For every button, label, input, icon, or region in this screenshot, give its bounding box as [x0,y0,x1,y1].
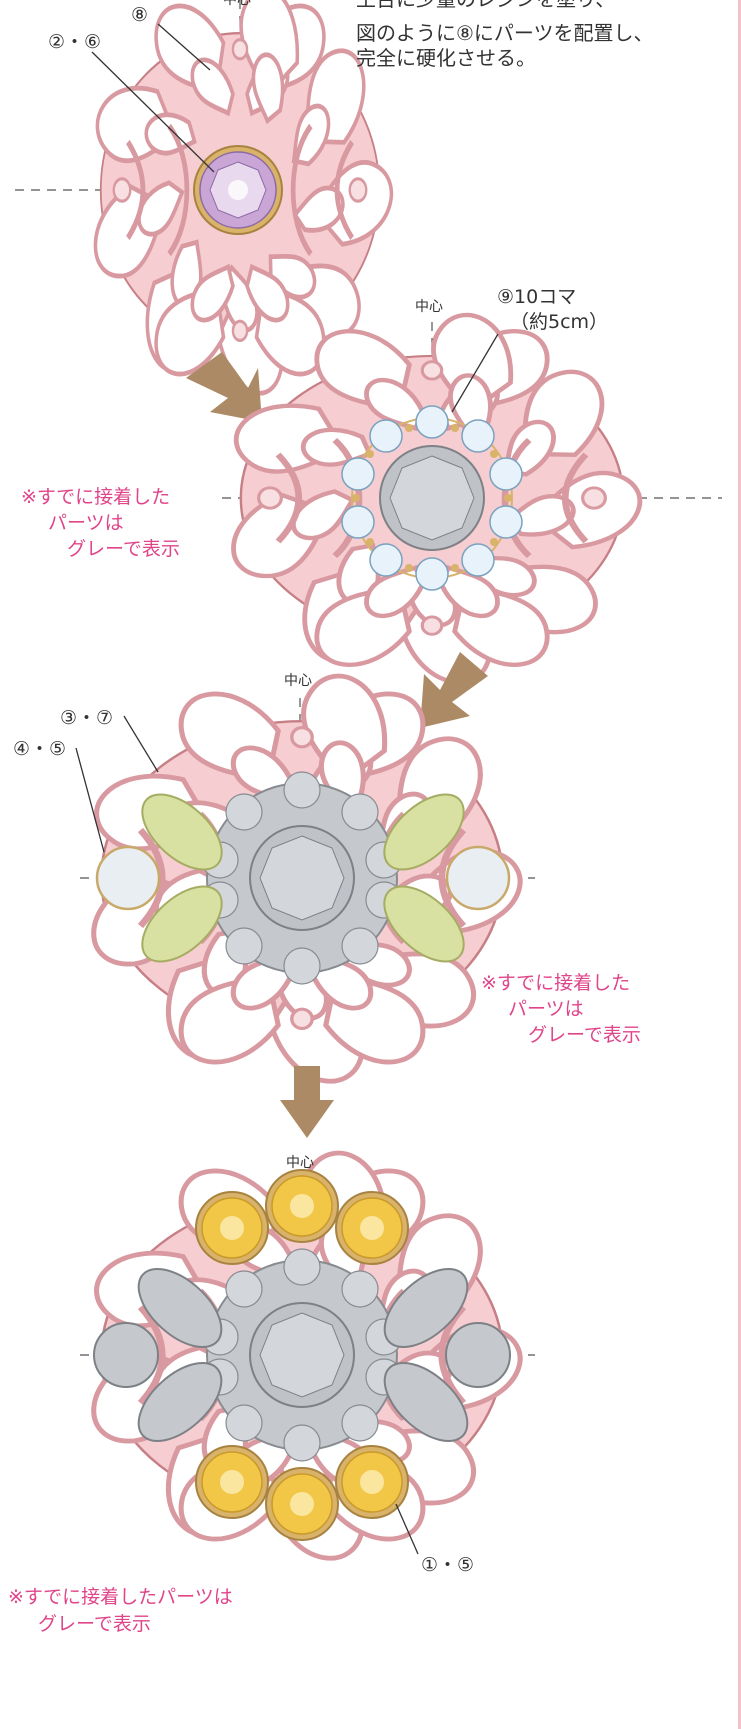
step1-leaders [91,23,215,173]
step2-center-label: 中心 [415,299,443,315]
step3-gray-center [201,771,403,985]
step3-note-line3: グレーで表示 [528,1024,641,1046]
step2-crystal-chain [341,405,523,591]
arrow-1 [186,352,262,422]
step1-callout-2-6: ②・⑥ [48,31,102,53]
step4-note-line1: ※すでに接着したパーツは [8,1586,233,1608]
step4-center-label: 中心 [286,1155,314,1171]
step3-callout-3-7: ③・⑦ [60,707,114,729]
step3-note-line2: パーツは [508,998,584,1020]
step2-callout-line2: （約5cm） [510,311,609,333]
step2-note-line2: パーツは [48,512,124,534]
instruction-line-2: 完全に硬化させる。 [356,46,536,70]
step2-leader [451,333,499,413]
step3-moonstones [95,845,511,911]
step3-callout-4-5: ④・⑤ [13,738,67,760]
step1-callout-8: ⑧ [131,4,149,26]
step2-gray-center-stone [379,445,485,551]
step2-note-line1: ※すでに接着した [21,486,171,508]
step4-callout-1-5: ①・⑤ [421,1554,475,1576]
page-frame-edge [738,0,741,1729]
step2-callout-line1: ⑨10コマ [497,286,577,308]
step4-leader [395,1503,419,1555]
step3-peridot-marquise-stones [141,793,465,963]
instruction-line-1: 図のように⑧にパーツを配置し、 [356,21,654,45]
step4-gray-parts [93,1248,511,1462]
step3-leaders [75,715,159,853]
instruction-line-cut: 土台に少量のレジンを塗り、 [356,0,615,12]
arrow-2 [420,652,488,728]
arrow-3 [280,1066,334,1138]
step1-amethyst-stone [193,145,283,235]
step2-note-line3: グレーで表示 [67,538,180,560]
step4-note-line2: グレーで表示 [38,1613,151,1635]
step3-center-label: 中心 [284,673,312,689]
step3-note-line1: ※すでに接着した [481,972,631,994]
step4-citrine-stones [195,1169,409,1541]
step1-center-label: 中心 [223,0,251,8]
